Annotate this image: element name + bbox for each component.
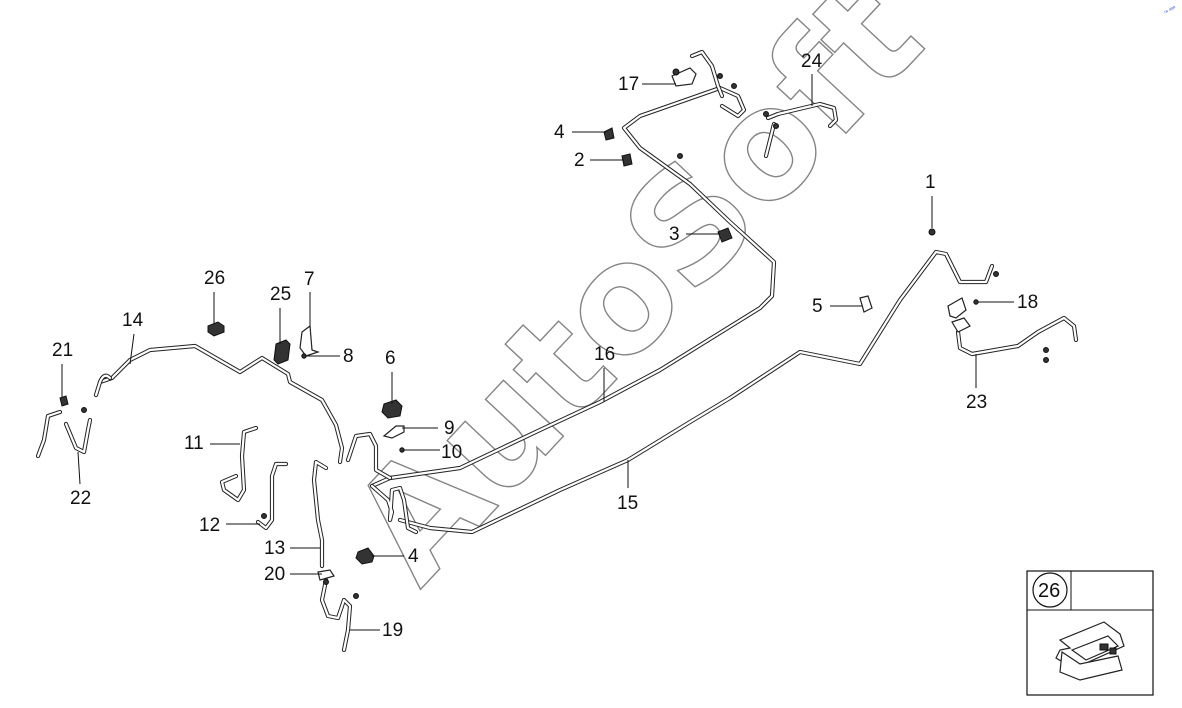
bracket-18-part[interactable] — [947, 297, 967, 319]
corner-mark: ʳᵃ ᵃᵃᵃ — [1163, 4, 1178, 16]
callout-5[interactable]: 5 — [812, 296, 823, 317]
callout-16[interactable]: 16 — [594, 344, 615, 365]
callout-11[interactable]: 11 — [184, 433, 204, 454]
bleeder-21-part[interactable] — [59, 395, 69, 407]
nut-part — [993, 271, 999, 277]
bracket-9-part[interactable] — [382, 425, 405, 439]
nut-part — [717, 73, 723, 79]
parts — [59, 67, 1049, 599]
brake-hose-19[interactable] — [319, 577, 353, 653]
brake-line-center[interactable] — [345, 431, 419, 535]
callout-22[interactable]: 22 — [70, 488, 91, 509]
nut-part — [261, 513, 267, 519]
clip-26-detail — [1055, 621, 1125, 681]
nut-part — [323, 579, 329, 585]
brake-line-front[interactable] — [689, 49, 725, 99]
callout-18[interactable]: 18 — [1017, 292, 1038, 313]
bolt-8-part[interactable] — [301, 353, 307, 359]
callout-7[interactable]: 7 — [304, 269, 315, 290]
callout-2[interactable]: 2 — [574, 150, 585, 171]
bracket-7-part[interactable] — [299, 324, 320, 357]
nut-part — [81, 407, 87, 413]
brake-hose-11[interactable] — [219, 425, 259, 503]
clip-2-part[interactable] — [621, 153, 633, 167]
bolt-18-part[interactable] — [973, 299, 979, 305]
callout-13[interactable]: 13 — [264, 538, 285, 559]
clip-4-lower-part[interactable] — [355, 547, 375, 565]
callout-9[interactable]: 9 — [444, 418, 455, 439]
nut-part — [677, 153, 683, 159]
inset-callout-number: 26 — [1038, 580, 1060, 602]
clip-4-upper-part[interactable] — [603, 127, 615, 141]
nut-part — [731, 83, 737, 89]
callout-23[interactable]: 23 — [966, 392, 987, 413]
callout-3[interactable]: 3 — [669, 224, 680, 245]
callout-1[interactable]: 1 — [925, 172, 936, 193]
bracket-25-part[interactable] — [273, 339, 291, 365]
callout-26[interactable]: 26 — [204, 268, 225, 289]
callout-4-lower[interactable]: 4 — [408, 546, 419, 567]
nut-part — [763, 111, 769, 117]
inset-callout-circle — [1032, 572, 1068, 608]
bolt-10-part[interactable] — [399, 447, 405, 453]
nut-part — [353, 593, 359, 599]
clip-6-part[interactable] — [381, 399, 403, 419]
callout-25[interactable]: 25 — [270, 284, 291, 305]
brake-line-13[interactable] — [311, 459, 329, 569]
clip-3-part[interactable] — [717, 227, 733, 243]
callout-10[interactable]: 10 — [441, 442, 462, 463]
callout-17[interactable]: 17 — [618, 74, 639, 95]
callout-20[interactable]: 20 — [264, 564, 285, 585]
brake-hose-23[interactable] — [955, 315, 1079, 357]
callout-6[interactable]: 6 — [385, 348, 396, 369]
clip-5-part[interactable] — [859, 295, 873, 313]
nut-part — [773, 123, 779, 129]
brake-hose-24[interactable] — [763, 101, 839, 159]
brake-hose-22[interactable] — [35, 409, 93, 459]
nut-part — [1043, 347, 1049, 353]
callout-14[interactable]: 14 — [122, 310, 144, 331]
callout-8[interactable]: 8 — [343, 346, 354, 367]
callout-19[interactable]: 19 — [382, 620, 403, 641]
brake-line-15[interactable] — [397, 249, 995, 535]
callout-15[interactable]: 15 — [617, 493, 638, 514]
callout-21[interactable]: 21 — [52, 340, 73, 361]
clip-26-part[interactable] — [207, 321, 225, 337]
brake-line-14[interactable] — [93, 343, 345, 465]
callout-4-upper[interactable]: 4 — [554, 122, 565, 143]
brake-hose-12[interactable] — [255, 461, 289, 531]
nut-part — [672, 68, 680, 76]
bracket-23-part[interactable] — [951, 317, 971, 333]
bolt-1-part[interactable] — [928, 228, 936, 236]
brake-line-16[interactable] — [369, 85, 777, 489]
callout-24[interactable]: 24 — [801, 51, 823, 72]
callout-12[interactable]: 12 — [199, 515, 220, 536]
nut-part — [1043, 357, 1049, 363]
inset-detail-26[interactable]: 26 — [1026, 570, 1154, 696]
bracket-20-part[interactable] — [317, 569, 335, 581]
leader-lines — [61, 74, 1014, 631]
callouts: 1 2 3 4 4 5 6 7 8 9 10 11 12 13 14 15 16… — [52, 51, 1038, 641]
